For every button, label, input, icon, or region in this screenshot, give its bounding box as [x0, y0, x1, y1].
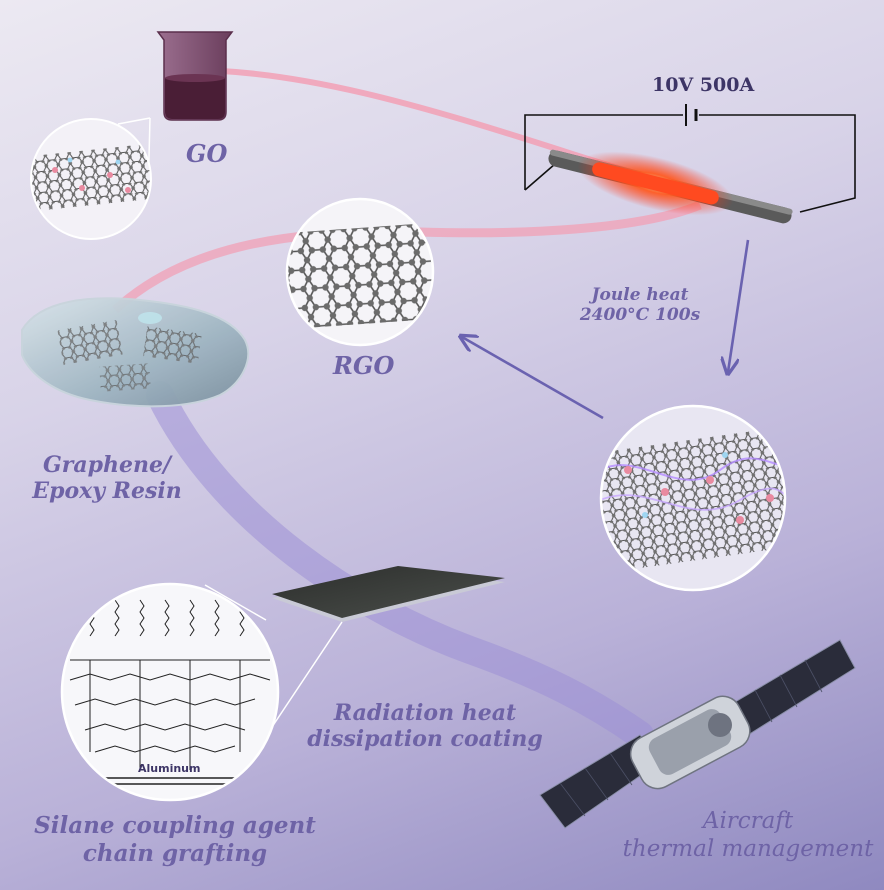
- beaker-icon: [156, 31, 234, 121]
- label-graphene-epoxy-line1: Graphene/: [42, 452, 172, 478]
- heated-graphene-magnifier: [599, 404, 787, 592]
- label-aircraft-line2: thermal management: [622, 835, 874, 862]
- label-graphene-epoxy-line2: Epoxy Resin: [32, 478, 182, 505]
- heated-rod: [548, 149, 793, 224]
- rgo-molecule-magnifier: [285, 197, 435, 347]
- label-coating-line1: Radiation heat: [333, 700, 517, 726]
- label-joule-heat-line2: 2400°C 100s: [579, 305, 701, 326]
- label-graphene-epoxy: Graphene/ Epoxy Resin: [22, 452, 192, 505]
- label-voltage: 10V 500A: [652, 74, 755, 96]
- label-joule-heat: Joule heat 2400°C 100s: [560, 285, 720, 326]
- coating-plate: [272, 566, 505, 622]
- label-aluminum: Aluminum: [138, 762, 201, 775]
- arrow-to-rgo: [462, 337, 604, 420]
- go-molecule-magnifier: [30, 118, 152, 240]
- label-rgo: RGO: [333, 351, 395, 380]
- satellite-icon: [539, 639, 856, 829]
- flow-path-resin-to-aircraft: [146, 381, 654, 749]
- arrow-down-to-defects: [728, 239, 750, 372]
- label-coating: Radiation heat dissipation coating: [300, 700, 550, 753]
- label-silane-line1: Silane coupling agent: [34, 812, 316, 839]
- epoxy-resin-block: [21, 297, 250, 408]
- label-aircraft: Aircraft thermal management: [618, 808, 878, 863]
- label-joule-heat-line1: Joule heat: [591, 285, 689, 305]
- label-coating-line2: dissipation coating: [307, 726, 543, 753]
- silane-chain-magnifier: [60, 582, 280, 802]
- label-go: GO: [186, 139, 228, 168]
- joule-circuit: [524, 104, 856, 224]
- label-silane-line2: chain grafting: [82, 839, 268, 867]
- label-aircraft-line1: Aircraft: [702, 808, 794, 834]
- battery-icon: [685, 104, 698, 126]
- label-silane: Silane coupling agent chain grafting: [30, 812, 320, 867]
